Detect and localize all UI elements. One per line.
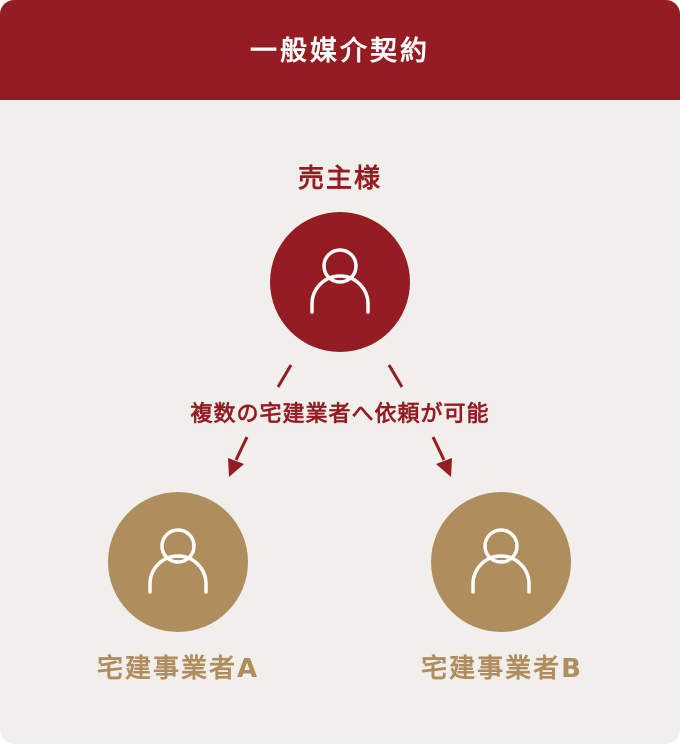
agent-a-node bbox=[108, 492, 248, 632]
note-label: 複数の宅建業者へ依頼が可能 bbox=[190, 402, 490, 427]
header-bar: 一般媒介契約 bbox=[0, 0, 680, 100]
arrow-line-upper-left bbox=[276, 364, 293, 388]
seller-node bbox=[270, 212, 410, 352]
agent-b-node bbox=[431, 492, 571, 632]
seller-label: 売主様 bbox=[297, 164, 382, 194]
person-icon bbox=[148, 528, 208, 594]
person-icon bbox=[310, 248, 370, 314]
person-icon bbox=[471, 528, 531, 594]
arrow-down-icon bbox=[228, 458, 244, 477]
arrow-line-upper-right bbox=[387, 364, 404, 388]
agent-b-label: 宅建事業者B bbox=[421, 654, 583, 684]
header-title: 一般媒介契約 bbox=[250, 35, 430, 67]
agent-a-label: 宅建事業者A bbox=[96, 654, 260, 684]
arrow-line-lower-left bbox=[234, 436, 249, 461]
arrow-line-lower-right bbox=[431, 436, 446, 461]
arrow-down-icon bbox=[436, 458, 452, 477]
